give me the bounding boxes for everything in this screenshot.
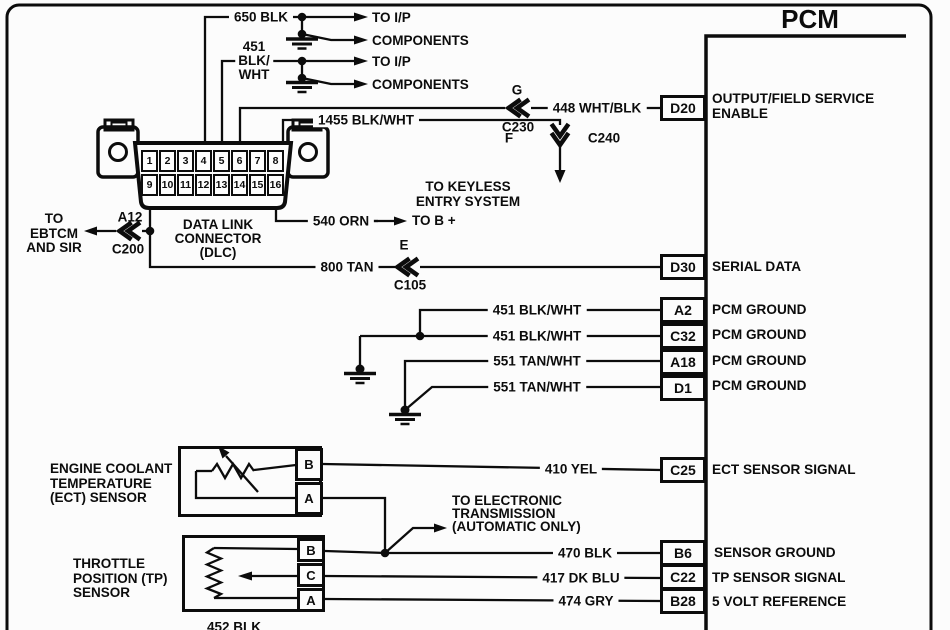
wire-label-650-blk: 650 BLK — [228, 10, 294, 24]
connector-c105-pin: E — [399, 237, 409, 253]
pcm-pin-function-c32: PCM GROUND — [712, 327, 807, 342]
dest-ip-components-2: TO I/P COMPONENTS — [372, 54, 469, 92]
pcm-pin-function-c22: TP SENSOR SIGNAL — [712, 570, 846, 585]
wire-label-448-wht-blk: 448 WHT/BLK — [547, 101, 647, 115]
connector-c240-symbol — [549, 122, 571, 140]
pcm-pin-box-b28: B28 — [660, 588, 706, 614]
pcm-pin-box-d20: D20 — [660, 95, 706, 121]
dlc-pin-7: 7 — [249, 150, 266, 172]
tp-terminal-c: C — [297, 563, 325, 587]
arrowheads — [84, 12, 566, 581]
dest-ebtcm-sir: TO EBTCM AND SIR — [26, 211, 82, 255]
wire-label-800-tan: 800 TAN — [315, 260, 379, 274]
pcm-pin-box-b6: B6 — [660, 540, 706, 566]
wire-label-417-dk-blu: 417 DK BLU — [537, 571, 625, 585]
dlc-pin-14: 14 — [231, 174, 248, 196]
connector-c200-symbol — [124, 220, 142, 242]
dlc-pin-9: 9 — [141, 174, 158, 196]
pcm-pin-function-b28: 5 VOLT REFERENCE — [712, 594, 847, 609]
connector-c230-name: C230 — [501, 119, 535, 135]
pcm-pin-box-a18: A18 — [660, 349, 706, 375]
dlc-pin-2: 2 — [159, 150, 176, 172]
tp-sensor-label: THROTTLE POSITION (TP) SENSOR — [73, 556, 168, 600]
dlc-pin-5: 5 — [213, 150, 230, 172]
connector-c105-symbol — [402, 256, 420, 278]
pcm-pin-function-a2: PCM GROUND — [712, 302, 807, 317]
dlc-pin-13: 13 — [213, 174, 230, 196]
pcm-pin-function-b6: SENSOR GROUND — [714, 545, 836, 560]
ect-sensor-label: ENGINE COOLANT TEMPERATURE (ECT) SENSOR — [50, 461, 173, 505]
pcm-box-edge — [704, 34, 906, 630]
tp-terminal-a: A — [297, 588, 325, 612]
pcm-pin-function-c25: ECT SENSOR SIGNAL — [712, 462, 856, 477]
wire-label-470-blk: 470 BLK — [552, 546, 618, 560]
pcm-pin-box-c22: C22 — [660, 564, 706, 590]
wire-label-540-orn: 540 ORN — [307, 214, 375, 228]
junction-dots — [145, 12, 425, 558]
pcm-pin-box-d1: D1 — [660, 375, 706, 401]
dlc-pin-1: 1 — [141, 150, 158, 172]
wire-label-474-gry: 474 GRY — [553, 594, 619, 608]
wire-label-451-blk-wht-c32: 451 BLK/WHT — [487, 329, 587, 343]
wire-label-551-tan-wht-a18: 551 TAN/WHT — [488, 354, 586, 368]
connector-c105-name: C105 — [393, 277, 427, 293]
pcm-pin-function-d20: OUTPUT/FIELD SERVICE ENABLE — [712, 91, 875, 121]
pcm-title: PCM — [781, 4, 839, 34]
dest-b-plus: TO B + — [412, 213, 456, 228]
dlc-pin-10: 10 — [159, 174, 176, 196]
pcm-pin-function-d30: SERIAL DATA — [712, 259, 802, 274]
ect-sensor-box — [178, 446, 322, 517]
wire-label-551-tan-wht-d1: 551 TAN/WHT — [488, 380, 586, 394]
dlc-pin-11: 11 — [177, 174, 194, 196]
dlc-pin-row-1: 1 2 3 4 5 6 7 8 — [141, 150, 284, 172]
connector-c200-pin: A12 — [117, 209, 143, 225]
wire-label-410-yel: 410 YEL — [539, 462, 603, 476]
dlc-label: DATA LINK CONNECTOR (DLC) — [174, 217, 262, 260]
dest-keyless-entry: TO KEYLESS ENTRY SYSTEM — [415, 179, 521, 209]
pcm-pin-box-d30: D30 — [660, 254, 706, 280]
dlc-pin-15: 15 — [249, 174, 266, 196]
dest-ip-components-1: TO I/P COMPONENTS — [372, 10, 469, 48]
pcm-pin-function-d1: PCM GROUND — [712, 378, 807, 393]
ect-terminal-b: B — [295, 448, 323, 481]
pcm-pin-box-a2: A2 — [660, 297, 706, 323]
wire-label-451-blk-wht-dlc: 451 BLK/ WHT — [235, 40, 273, 82]
pcm-pin-function-a18: PCM GROUND — [712, 353, 807, 368]
wire-label-1455-blk-wht: 1455 BLK/WHT — [312, 113, 420, 127]
connector-c240-pin: F — [504, 130, 514, 146]
wire-label-452-blk: 452 BLK — [206, 619, 262, 630]
dlc-pin-4: 4 — [195, 150, 212, 172]
dlc-pin-3: 3 — [177, 150, 194, 172]
dlc-pin-row-2: 9 10 11 12 13 14 15 16 — [141, 174, 284, 196]
connector-c240-name: C240 — [587, 130, 621, 146]
ect-terminal-a: A — [295, 482, 323, 515]
dlc-pin-8: 8 — [267, 150, 284, 172]
connector-c230-pin: G — [511, 82, 523, 98]
dlc-pin-12: 12 — [195, 174, 212, 196]
connector-c200-name: C200 — [111, 241, 145, 257]
pcm-pin-box-c25: C25 — [660, 457, 706, 483]
dest-electronic-transmission: TO ELECTRONIC TRANSMISSION (AUTOMATIC ON… — [452, 493, 581, 534]
connector-c230-symbol — [513, 97, 531, 119]
dlc-pin-16: 16 — [267, 174, 284, 196]
pcm-pin-box-c32: C32 — [660, 323, 706, 349]
tp-terminal-b: B — [297, 538, 325, 562]
outer-border — [5, 3, 933, 630]
wire-label-451-blk-wht-a2: 451 BLK/WHT — [487, 303, 587, 317]
dlc-pin-6: 6 — [231, 150, 248, 172]
